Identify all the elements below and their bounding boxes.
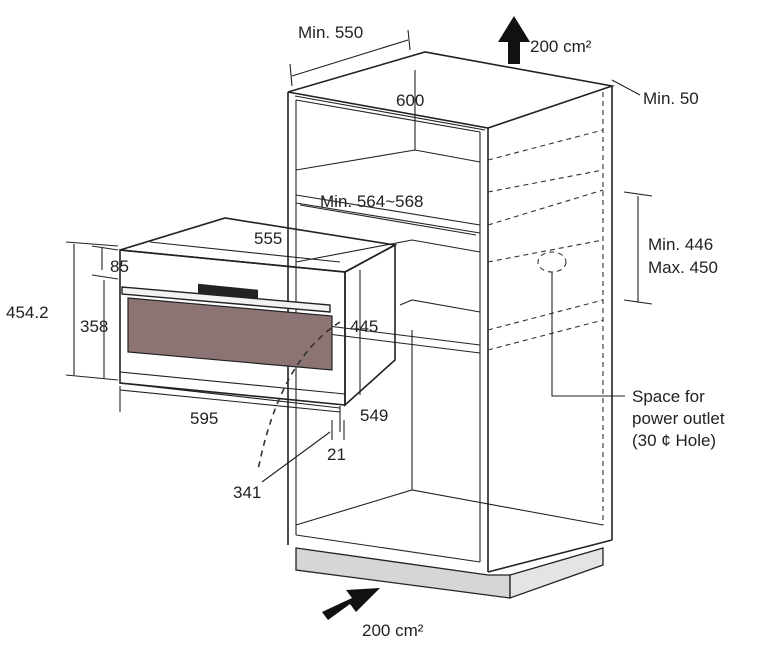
label-454: 454.2 [6,303,49,322]
label-outlet-line3: (30 ¢ Hole) [632,431,716,450]
vent-bottom-arrow [322,588,380,620]
cabinet-base [295,547,511,599]
label-445: 445 [350,317,378,336]
door-swing-arc [257,321,341,471]
label-595: 595 [190,409,218,428]
label-max-450: Max. 450 [648,258,718,277]
cabinet-top [287,51,616,129]
dimensions [65,29,653,483]
label-vent-top: 200 cm² [530,37,592,56]
door-glass [127,297,333,371]
label-555: 555 [254,229,282,248]
oven [119,217,398,471]
label-549: 549 [360,406,388,425]
label-outlet-line1: Space for [632,387,705,406]
label-min-50: Min. 50 [643,89,699,108]
label-vent-bottom: 200 cm² [362,621,424,640]
power-outlet-hole [537,251,567,273]
label-21: 21 [327,445,346,464]
label-outlet-line2: power outlet [632,409,725,428]
label-341: 341 [233,483,261,502]
cabinet [287,51,616,599]
label-width-600: 600 [396,91,424,110]
vent-top-arrow [498,16,530,64]
label-min-446: Min. 446 [648,235,713,254]
label-min-550: Min. 550 [298,23,363,42]
label-358: 358 [80,317,108,336]
label-85: 85 [110,257,129,276]
label-min-564-568: Min. 564~568 [320,192,424,211]
oven-handle [121,286,331,313]
